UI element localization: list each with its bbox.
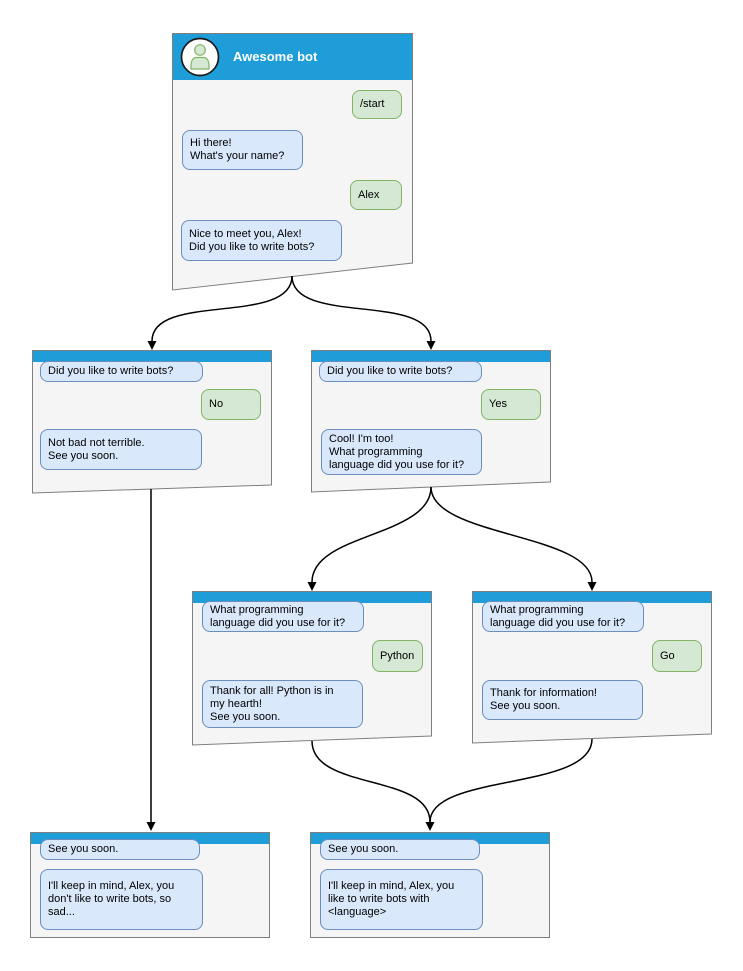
chat-window-end-no[interactable]: See you soon. I'll keep in mind, Alex, y…	[30, 832, 270, 938]
bot-message-bubble[interactable]: I'll keep in mind, Alex, you don't like …	[40, 869, 203, 930]
bot-message-bubble[interactable]: What programming language did you use fo…	[202, 601, 364, 632]
connector-python-to-end	[311, 740, 431, 823]
connector-go-to-end	[429, 738, 593, 823]
window-titlebar	[312, 351, 550, 362]
user-message-bubble[interactable]: No	[201, 389, 261, 420]
chat-window-branch-go[interactable]: What programming language did you use fo…	[472, 591, 712, 751]
arrowhead-icon	[587, 582, 597, 591]
window-titlebar	[473, 592, 711, 603]
bot-message-bubble[interactable]: See you soon.	[40, 839, 200, 860]
user-message-bubble[interactable]: Python	[372, 640, 423, 672]
arrowhead-icon	[425, 822, 435, 831]
chat-window-branch-no[interactable]: Did you like to write bots? No Not bad n…	[32, 350, 272, 495]
user-message-bubble[interactable]: Yes	[481, 389, 541, 420]
user-message-bubble[interactable]: Go	[652, 640, 702, 672]
connector-yes-to-python	[311, 486, 432, 583]
bot-message-bubble[interactable]: Did you like to write bots?	[319, 361, 482, 382]
chat-window-main[interactable]: Awesome bot /start Hi there! What's your…	[172, 33, 413, 293]
window-titlebar: Awesome bot	[173, 34, 412, 80]
chat-window-end-yes[interactable]: See you soon. I'll keep in mind, Alex, y…	[310, 832, 550, 938]
arrowhead-icon	[147, 341, 157, 350]
bot-message-bubble[interactable]: Did you like to write bots?	[40, 361, 203, 382]
chat-window-branch-yes[interactable]: Did you like to write bots? Yes Cool! I'…	[311, 350, 551, 495]
bot-message-bubble[interactable]: I'll keep in mind, Alex, you like to wri…	[320, 869, 483, 930]
bot-message-bubble[interactable]: Hi there! What's your name?	[182, 130, 303, 170]
bot-message-bubble[interactable]: Not bad not terrible. See you soon.	[40, 429, 202, 470]
bot-message-bubble[interactable]: Thank for all! Python is in my hearth! S…	[202, 680, 363, 728]
window-titlebar	[31, 833, 269, 844]
bot-message-bubble[interactable]: Nice to meet you, Alex! Did you like to …	[181, 220, 342, 261]
user-message-bubble[interactable]: /start	[352, 90, 402, 119]
arrowhead-icon	[146, 822, 156, 831]
person-icon	[180, 37, 220, 77]
arrowhead-icon	[426, 341, 436, 350]
connector-yes-to-go	[430, 486, 593, 583]
window-titlebar	[193, 592, 431, 603]
bot-message-bubble[interactable]: What programming language did you use fo…	[482, 601, 644, 632]
arrowhead-icon	[307, 582, 317, 591]
bot-message-bubble[interactable]: Cool! I'm too! What programming language…	[321, 429, 482, 475]
bot-message-bubble[interactable]: Thank for information! See you soon.	[482, 680, 643, 720]
window-titlebar	[311, 833, 549, 844]
bot-title: Awesome bot	[233, 49, 318, 64]
chat-window-branch-python[interactable]: What programming language did you use fo…	[192, 591, 432, 751]
user-message-bubble[interactable]: Alex	[350, 180, 402, 210]
bot-message-bubble[interactable]: See you soon.	[320, 839, 480, 860]
window-titlebar	[33, 351, 271, 362]
